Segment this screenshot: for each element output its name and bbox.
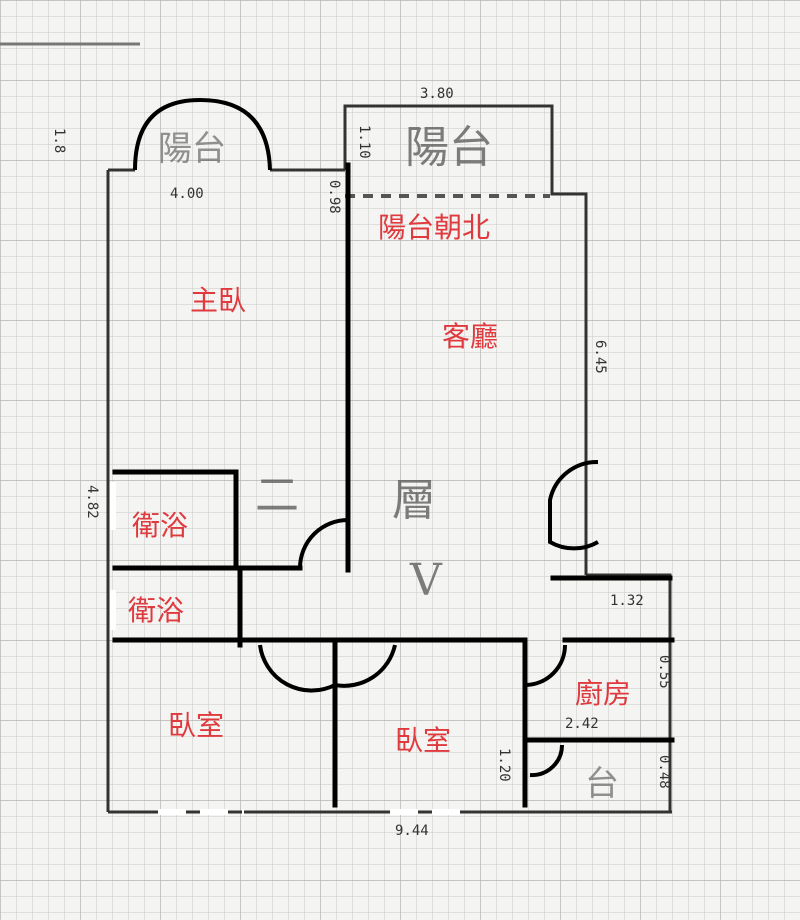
dim-left-height: 4.82 <box>84 485 100 519</box>
interior-walls <box>112 162 675 808</box>
dim-bottom-width: 9.44 <box>395 823 429 839</box>
dim-master-width: 4.00 <box>170 186 204 202</box>
handwritten-check: V <box>409 555 443 606</box>
handwritten-balcony-bottom: 台 <box>585 764 619 804</box>
room-label-master-bedroom: 主臥 <box>190 284 246 317</box>
room-label-balcony-north: 陽台朝北 <box>378 211 490 244</box>
dim-service-width: 2.42 <box>565 716 599 732</box>
room-label-bedroom-1: 臥室 <box>168 709 224 742</box>
room-label-kitchen: 廚房 <box>575 677 631 710</box>
dim-small-2: 0.98 <box>326 180 342 214</box>
dim-kitchen-width: 1.32 <box>610 593 644 609</box>
dim-top-width: 3.80 <box>420 86 454 102</box>
room-label-living-room: 客廳 <box>442 320 498 353</box>
dim-small-4: 0.55 <box>656 655 672 689</box>
room-label-bathroom-2: 衛浴 <box>128 594 184 627</box>
room-label-bathroom-1: 衛浴 <box>132 509 188 542</box>
handwritten-balcony-small: 陽台 <box>158 129 226 169</box>
handwritten-floor-layer: 層 <box>392 475 436 526</box>
dim-small-5: 0.48 <box>656 755 672 789</box>
dim-small-6: 1.8 <box>51 128 67 153</box>
dimension-labels: 3.80 4.00 6.45 4.82 9.44 1.32 2.42 1.10 … <box>51 86 672 839</box>
door-swings <box>258 459 599 778</box>
dim-small-1: 1.10 <box>356 125 372 159</box>
room-label-bedroom-2: 臥室 <box>395 724 451 757</box>
bay-window-arc <box>133 97 272 171</box>
dim-living-height: 6.45 <box>592 340 608 374</box>
handwritten-floor-two: 二 <box>255 470 299 521</box>
handwritten-balcony-top: 陽台 <box>405 122 493 173</box>
dim-small-3: 1.20 <box>496 748 512 782</box>
